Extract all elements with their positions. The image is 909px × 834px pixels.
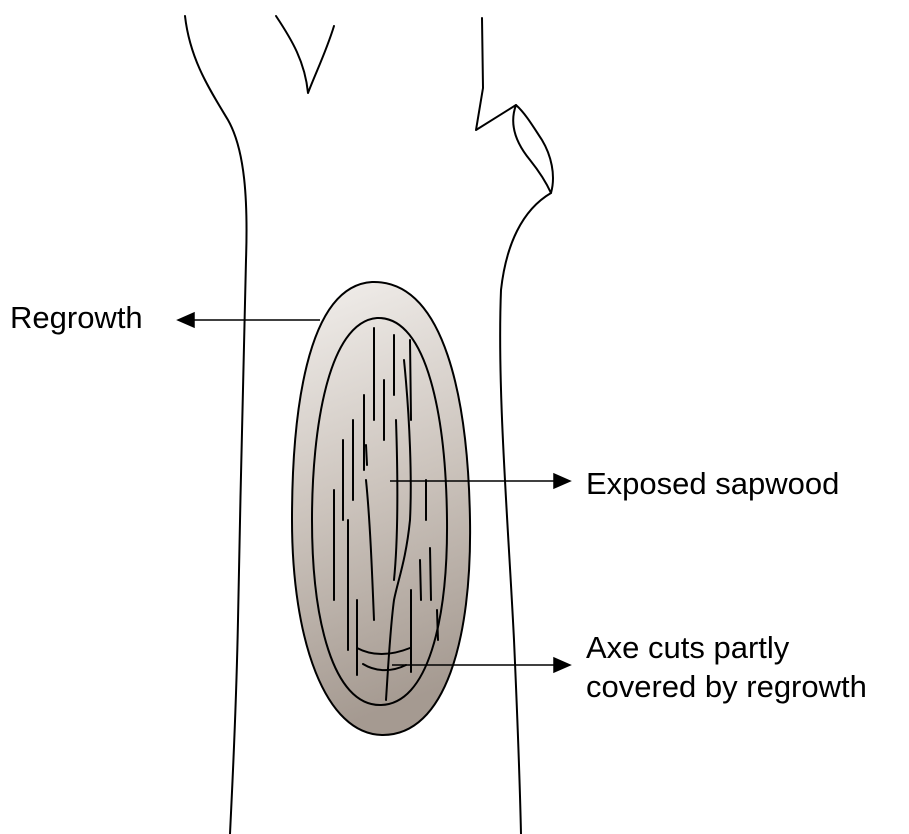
axe-cuts-arrowhead (554, 658, 570, 672)
trunk-left-edge (185, 16, 247, 834)
label-axe-cuts-line1: Axe cuts partly (586, 628, 867, 667)
label-exposed-sapwood: Exposed sapwood (586, 464, 839, 503)
label-axe-cuts-line2: covered by regrowth (586, 667, 867, 706)
label-regrowth: Regrowth (10, 298, 143, 337)
sapwood-arrowhead (554, 474, 570, 488)
trunk-right-edge (476, 18, 516, 130)
regrowth-outer-edge (292, 282, 470, 735)
branch-stub-right (513, 105, 553, 193)
branch-stub-left (276, 16, 334, 93)
regrowth-arrowhead (178, 313, 194, 327)
label-axe-cuts: Axe cuts partly covered by regrowth (586, 628, 867, 706)
trunk-right-lower (500, 193, 551, 834)
